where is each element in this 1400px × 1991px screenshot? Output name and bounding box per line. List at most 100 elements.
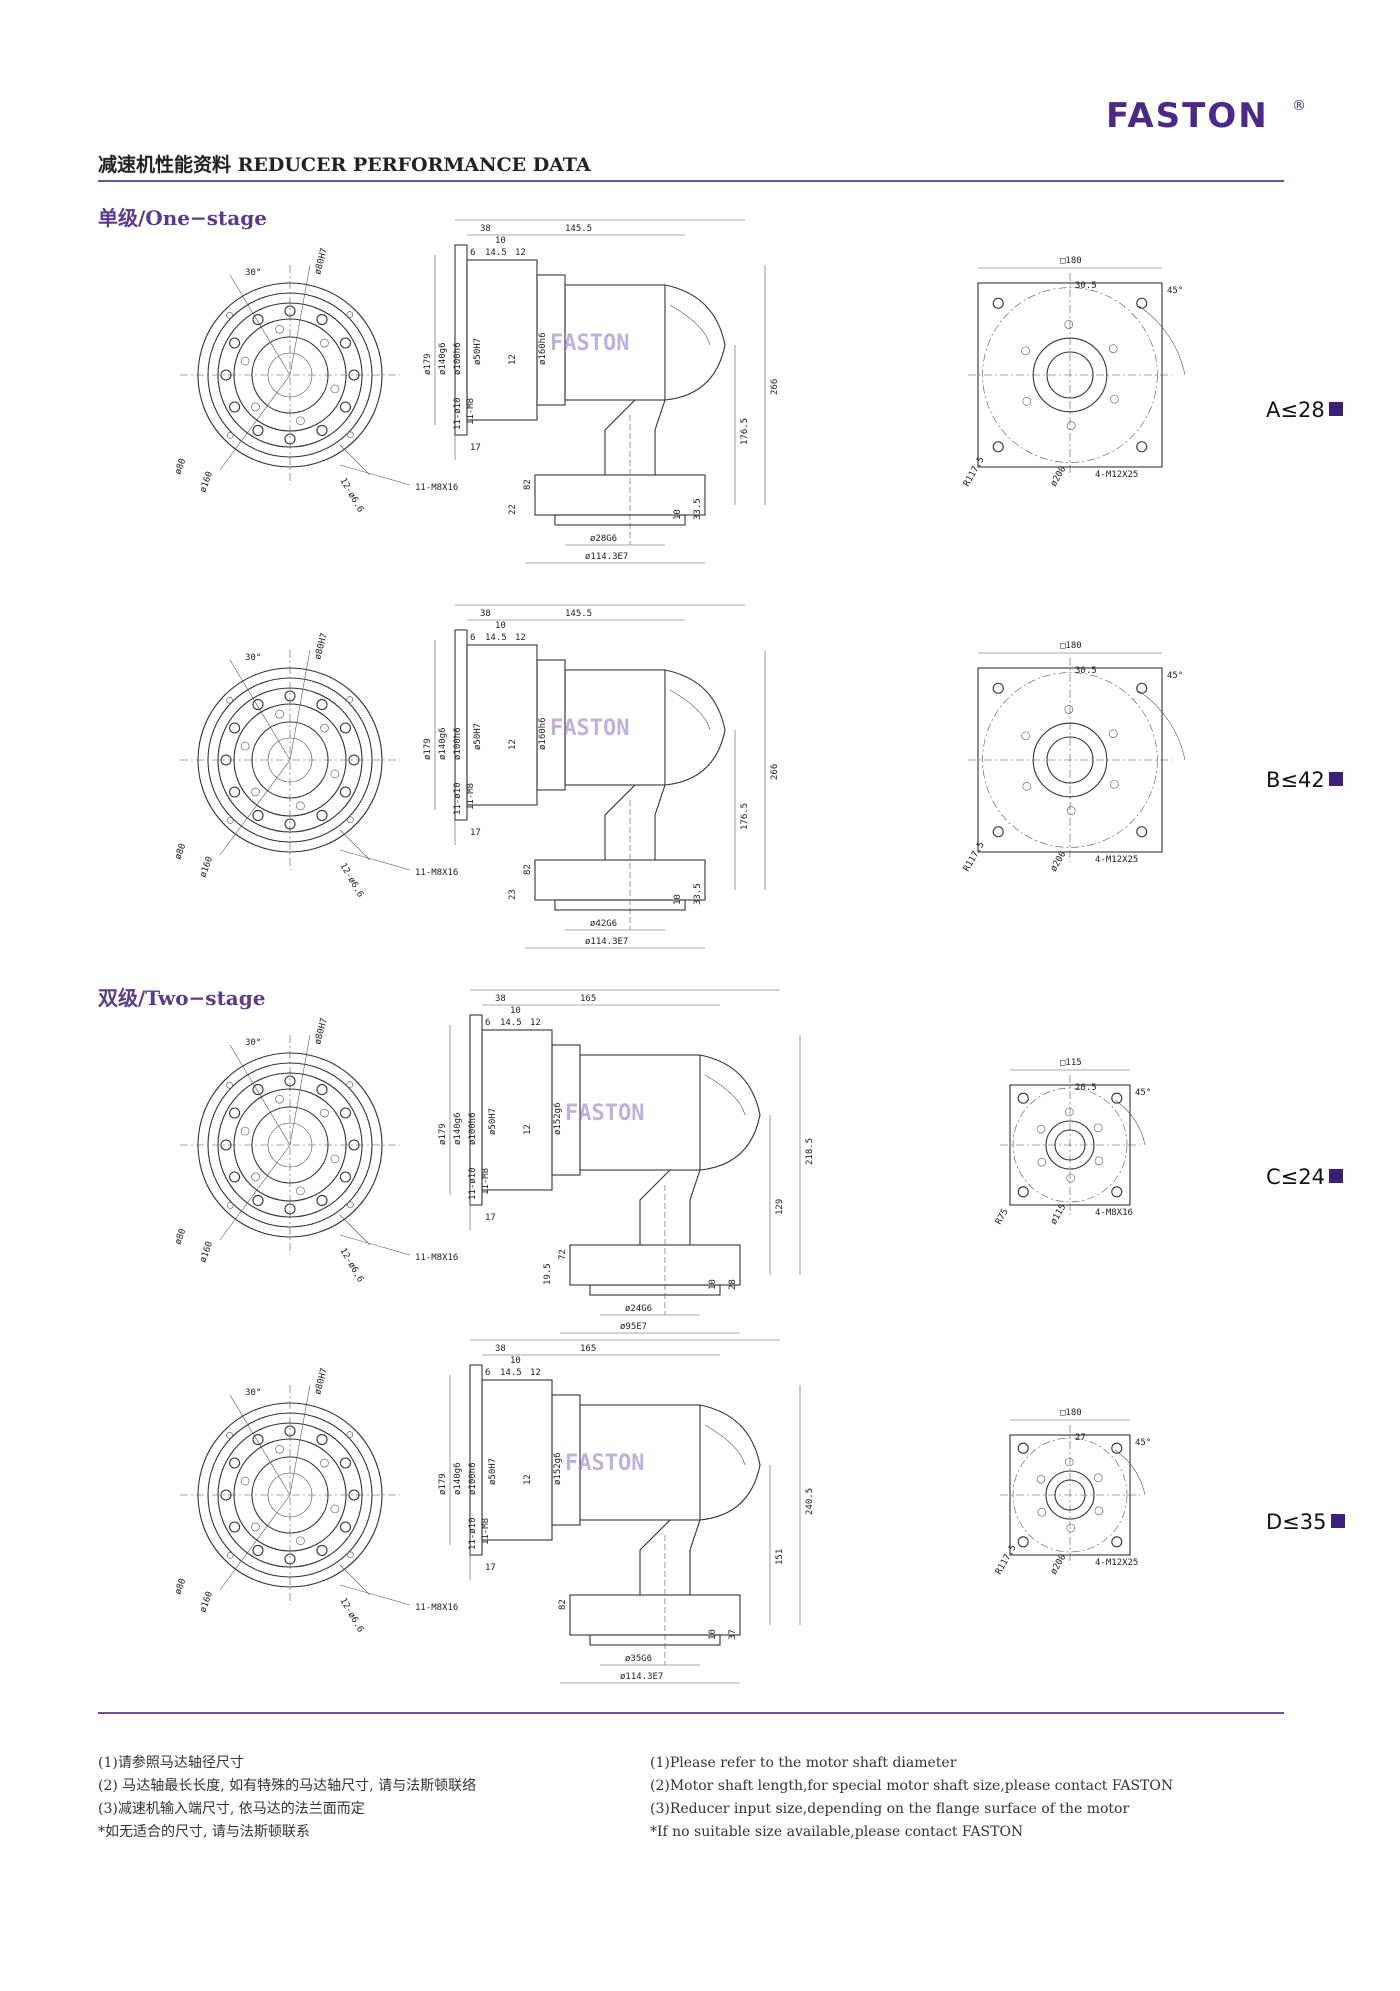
side-pilot-diameter: ø95E7 bbox=[620, 1322, 647, 1332]
note-cn-2: (2) 马达轴最长长度, 如有特殊的马达轴尺寸, 请与法斯顿联络 bbox=[98, 1778, 477, 1794]
flange-pcd-label: ø200 bbox=[1049, 850, 1069, 874]
flange-angle-label: 45° bbox=[1135, 1438, 1151, 1448]
side-length-4: 6 bbox=[485, 1018, 490, 1028]
side-length-5: 14.5 bbox=[485, 633, 507, 643]
side-dia-4: ø50H7 bbox=[488, 1458, 498, 1485]
note-en-4: *If no suitable size available,please co… bbox=[650, 1824, 1024, 1840]
side-length-3: 10 bbox=[510, 1356, 521, 1366]
side-length-1: 38 bbox=[495, 1344, 506, 1354]
side-height-1: 266 bbox=[770, 379, 780, 395]
side-length-8: 12 bbox=[508, 354, 518, 365]
front-pcd-label: ø80H7 bbox=[313, 247, 330, 276]
side-height-6: 33.5 bbox=[693, 883, 703, 905]
flange-keyway-width: 20.5 bbox=[1075, 1083, 1097, 1093]
side-length-7: 17 bbox=[470, 828, 481, 838]
side-dia-5: ø152g6 bbox=[553, 1102, 563, 1135]
side-length-8: 12 bbox=[523, 1474, 533, 1485]
drawing-row-c: 30°ø80H7ø80ø16012-ø6.611-M8X162533816510… bbox=[0, 978, 1220, 1349]
side-length-5: 14.5 bbox=[500, 1368, 522, 1378]
front-pcd-label: ø80H7 bbox=[313, 1367, 330, 1396]
side-length-7: 17 bbox=[485, 1213, 496, 1223]
front-view bbox=[180, 1034, 411, 1256]
flange-bolts-label: 4-M12X25 bbox=[1095, 470, 1138, 480]
drawing-row-d: 30°ø80H7ø80ø16012-ø6.611-M8X162533816510… bbox=[0, 1328, 1220, 1699]
front-dia2-label: ø160 bbox=[198, 1590, 215, 1614]
flange-bolts-label: 4-M8X16 bbox=[1095, 1208, 1133, 1218]
side-dia-1: ø179 bbox=[423, 738, 433, 760]
side-dia-1: ø179 bbox=[438, 1123, 448, 1145]
section-two-stage: 双级/Two−stage bbox=[98, 986, 266, 1010]
side-length-8: 12 bbox=[508, 739, 518, 750]
side-length-2: 165 bbox=[580, 1344, 596, 1354]
side-pilot-diameter: ø114.3E7 bbox=[585, 937, 628, 947]
side-length-3: 10 bbox=[495, 621, 506, 631]
side-dia-3: ø100h6 bbox=[453, 727, 463, 760]
size-code-b: B≤42 bbox=[1266, 768, 1343, 792]
flange-radius-label: R75 bbox=[994, 1207, 1011, 1226]
front-angle-label: 30° bbox=[245, 268, 261, 278]
front-dia1-label: ø80 bbox=[173, 842, 188, 861]
side-dia-5: ø152g6 bbox=[553, 1452, 563, 1485]
flange-keyway-width: 30.5 bbox=[1075, 281, 1097, 291]
side-height-5: 10 bbox=[673, 894, 683, 905]
front-holes-label: 12-ø6.6 bbox=[337, 477, 365, 515]
header-divider bbox=[98, 180, 1284, 182]
flange-pcd-label: ø115 bbox=[1049, 1203, 1069, 1227]
front-bolt-label: 11-M8X16 bbox=[415, 1603, 458, 1613]
side-length-3: 10 bbox=[510, 1006, 521, 1016]
side-overall-length: 243.5 bbox=[635, 215, 662, 218]
front-bolt-label: 11-M8X16 bbox=[415, 483, 458, 493]
side-height-2: 151 bbox=[775, 1549, 785, 1565]
side-length-4: 6 bbox=[470, 248, 475, 258]
side-dia-3: ø100h6 bbox=[468, 1462, 478, 1495]
note-en-1: (1)Please refer to the motor shaft diame… bbox=[650, 1755, 957, 1771]
notes-chinese: (1)请参照马达轴径尺寸 (2) 马达轴最长长度, 如有特殊的马达轴尺寸, 请与… bbox=[98, 1752, 476, 1844]
side-output-shaft: ø24G6 bbox=[625, 1304, 652, 1314]
side-overall-length: 253 bbox=[650, 1335, 666, 1338]
side-keyway-1: 11-ø10 bbox=[453, 782, 463, 815]
front-pcd-label: ø80H7 bbox=[313, 1017, 330, 1046]
side-length-6: 12 bbox=[515, 248, 526, 258]
front-view bbox=[180, 1384, 411, 1606]
flange-radius-label: R117.5 bbox=[962, 840, 987, 873]
front-view bbox=[180, 649, 411, 871]
side-length-2: 165 bbox=[580, 994, 596, 1004]
side-dia-2: ø140g6 bbox=[453, 1112, 463, 1145]
technical-drawing-4: 30°ø80H7ø80ø16012-ø6.611-M8X162533816510… bbox=[173, 1328, 1151, 1684]
note-cn-1: (1)请参照马达轴径尺寸 bbox=[98, 1755, 244, 1771]
flange-view bbox=[1000, 1069, 1146, 1215]
side-height-6: 33.5 bbox=[693, 498, 703, 520]
side-dia-2: ø140g6 bbox=[438, 727, 448, 760]
side-height-5: 10 bbox=[708, 1629, 718, 1640]
front-holes-label: 12-ø6.6 bbox=[337, 1597, 365, 1635]
side-dia-4: ø50H7 bbox=[488, 1108, 498, 1135]
side-height-6: 28 bbox=[728, 1279, 738, 1290]
size-code-a: A≤28 bbox=[1266, 398, 1343, 422]
side-overall-length: 243.5 bbox=[635, 600, 662, 603]
side-length-4: 6 bbox=[485, 1368, 490, 1378]
side-dia-5: ø160h6 bbox=[538, 717, 548, 750]
page-title: 减速机性能资料 REDUCER PERFORMANCE DATA bbox=[98, 154, 591, 176]
side-length-7: 17 bbox=[470, 443, 481, 453]
side-height-2: 176.5 bbox=[740, 803, 750, 830]
side-overall-length: 253 bbox=[650, 985, 666, 988]
flange-keyway-width: 30.5 bbox=[1075, 666, 1097, 676]
side-length-6: 12 bbox=[530, 1368, 541, 1378]
side-dia-5: ø160h6 bbox=[538, 332, 548, 365]
flange-view bbox=[968, 267, 1186, 477]
technical-drawing-1: 30°ø80H7ø80ø16012-ø6.611-M8X16243.538145… bbox=[173, 208, 1186, 564]
note-cn-4: *如无适合的尺寸, 请与法斯顿联系 bbox=[98, 1824, 310, 1840]
side-length-1: 38 bbox=[480, 609, 491, 619]
technical-drawing-2: 30°ø80H7ø80ø16012-ø6.611-M8X16243.538145… bbox=[173, 593, 1186, 949]
side-dia-3: ø100h6 bbox=[453, 342, 463, 375]
side-height-1: 240.5 bbox=[805, 1488, 815, 1515]
flange-keyway-width: 27 bbox=[1075, 1433, 1086, 1443]
drawing-row-b: 30°ø80H7ø80ø16012-ø6.611-M8X16243.538145… bbox=[0, 593, 1220, 964]
front-dia1-label: ø80 bbox=[173, 1577, 188, 1596]
side-view bbox=[434, 604, 766, 949]
side-length-4: 6 bbox=[470, 633, 475, 643]
registered-mark: ® bbox=[1292, 98, 1306, 114]
flange-angle-label: 45° bbox=[1167, 286, 1183, 296]
side-height-2: 176.5 bbox=[740, 418, 750, 445]
note-cn-3: (3)减速机输入端尺寸, 依马达的法兰面而定 bbox=[98, 1801, 365, 1817]
